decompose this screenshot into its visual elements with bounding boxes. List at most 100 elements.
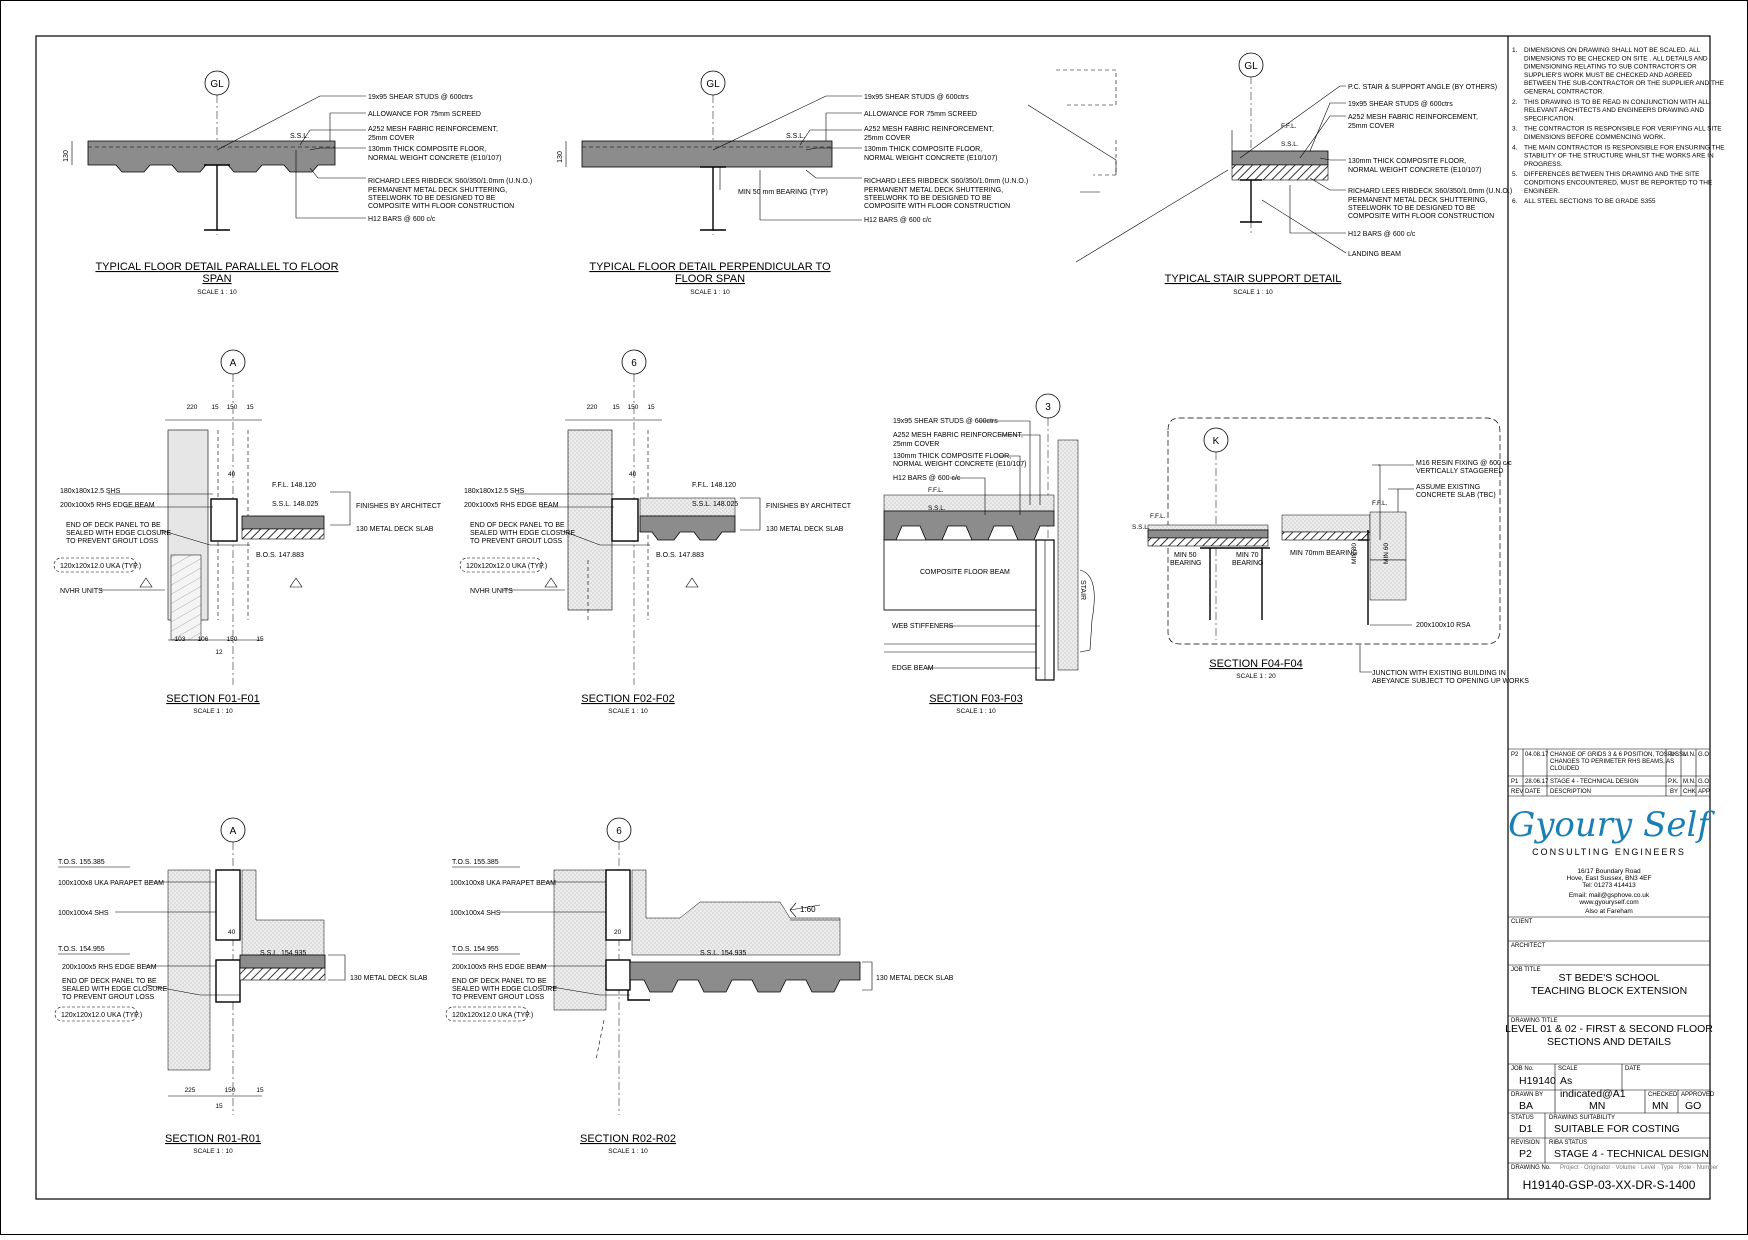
date-label: DATE xyxy=(1625,1066,1641,1072)
dim: 15 xyxy=(246,404,254,411)
grid-bubble-6 xyxy=(606,817,632,843)
section-f03: 3 STAIR F.F.L. S.S.L. 19x95 SHEAR STUDS … xyxy=(883,393,1095,715)
app-cell: G.O. xyxy=(1698,752,1711,758)
existing-slab-label-2: CONCRETE SLAB (TBC) xyxy=(1416,492,1496,499)
dim: 150 xyxy=(227,404,238,411)
deck-end-label: END OF DECK PANEL TO BE xyxy=(62,978,157,985)
dim: 15 xyxy=(256,636,264,643)
drawing-no-hint: Project · Originator · Volume · Level · … xyxy=(1560,1165,1718,1171)
date-cell: 28.06.17 xyxy=(1525,779,1549,785)
detail-title: TYPICAL STAIR SUPPORT DETAIL xyxy=(1165,273,1342,285)
grid-bubble-gl xyxy=(204,70,230,96)
bearing-label: MIN 50 mm BEARING (TYP) xyxy=(738,189,828,196)
grid-label: 6 xyxy=(631,358,637,369)
detail-scale: SCALE 1 : 10 xyxy=(1233,289,1273,296)
scale-label: SCALE xyxy=(1558,1066,1578,1072)
grid-label: K xyxy=(1213,436,1220,447)
note-text: CONDITIONS ENCOUNTERED, MUST BE REPORTED… xyxy=(1524,180,1713,187)
ffl-label: F.F.L. xyxy=(928,487,944,494)
note-text: BETWEEN THE SUB-CONTRACTOR OR THE SUPPLI… xyxy=(1524,80,1725,87)
section-r01: A T.O.S. 155.385 100x100x8 UKA PARAPET B… xyxy=(54,817,428,1155)
mesh-label-2: 25mm COVER xyxy=(1348,123,1394,130)
deck-end-label: END OF DECK PANEL TO BE xyxy=(452,978,547,985)
grid-label: GL xyxy=(1244,61,1258,72)
detail-scale: SCALE 1 : 10 xyxy=(197,289,237,296)
detail-title: TYPICAL FLOOR DETAIL PERPENDICULAR TO xyxy=(589,261,831,273)
dim: 40 xyxy=(228,929,236,936)
ssl-label: S.S.L. xyxy=(928,505,946,512)
uka-label: 120x120x12.0 UKA (TYP.) xyxy=(61,1012,142,1019)
architect-label: ARCHITECT xyxy=(1511,943,1546,949)
checked-label: CHECKED xyxy=(1648,1092,1678,1098)
stair-angle-label: P.C. STAIR & SUPPORT ANGLE (BY OTHERS) xyxy=(1348,84,1497,91)
deck-end-label-2: SEALED WITH EDGE CLOSURE xyxy=(452,986,557,993)
dim: 225 xyxy=(185,1087,196,1094)
tos-level: T.O.S. 154.955 xyxy=(452,946,499,953)
shs-label: 180x180x12.5 SHS xyxy=(464,488,525,495)
junction-label-2: ABEYANCE SUBJECT TO OPENING UP WORKS xyxy=(1372,678,1529,685)
edge-beam-label: EDGE BEAM xyxy=(892,665,934,672)
dim: 15 xyxy=(612,404,620,411)
section-title: SECTION R01-R01 xyxy=(165,1133,261,1145)
approved-by: GO xyxy=(1685,1100,1701,1112)
slope-label: 1:60 xyxy=(800,905,816,914)
note-text: THE CONTRACTOR IS RESPONSIBLE FOR VERIFY… xyxy=(1524,126,1722,133)
note-text: DIMENSIONS TO BE CHECKED ON SITE . ALL D… xyxy=(1524,55,1708,62)
deck-label-2: PERMANENT METAL DECK SHUTTERING, xyxy=(1348,197,1487,204)
deck-label: RICHARD LEES RIBDECK S60/350/1.0mm (U.N.… xyxy=(1348,188,1512,195)
bars-label: H12 BARS @ 600 c/c xyxy=(368,216,436,223)
bars-label: H12 BARS @ 600 c/c xyxy=(864,217,932,224)
slab-label-2: NORMAL WEIGHT CONCRETE (E10/107) xyxy=(1348,167,1481,174)
grid-bubble-6 xyxy=(621,349,647,375)
slab-label: 130mm THICK COMPOSITE FLOOR, xyxy=(1348,158,1466,165)
deck-end-label-2: SEALED WITH EDGE CLOSURE xyxy=(470,530,575,537)
deck-label-2: PERMANENT METAL DECK SHUTTERING, xyxy=(864,187,1003,194)
note-number: 3. xyxy=(1512,126,1518,133)
section-scale: SCALE 1 : 20 xyxy=(1236,673,1276,680)
company-subtitle: CONSULTING ENGINEERS xyxy=(1532,847,1686,857)
mesh-label: A252 MESH FABRIC REINFORCEMENT, xyxy=(864,126,994,133)
min50-label-2: BEARING xyxy=(1170,560,1202,567)
slab-label: 130mm THICK COMPOSITE FLOOR, xyxy=(864,146,982,153)
studs-label: 19x95 SHEAR STUDS @ 600ctrs xyxy=(864,94,969,101)
company-tel: Tel: 01273 414413 xyxy=(1582,882,1636,889)
uka-label: 120x120x12.0 UKA (TYP.) xyxy=(60,563,141,570)
section-scale: SCALE 1 : 10 xyxy=(193,708,233,715)
section-f01: A 220 15 150 15 40 103 106 150 15 12 F.F… xyxy=(53,349,442,715)
app-header: APP xyxy=(1698,789,1710,795)
ssl-level: S.S.L. 154.935 xyxy=(700,950,746,957)
slab-label: 130mm THICK COMPOSITE FLOOR, xyxy=(893,453,1011,460)
by-cell: P.K. xyxy=(1668,779,1679,785)
drawing-no-label: DRAWING No. xyxy=(1511,1165,1551,1171)
rsa-label: 200x100x10 RSA xyxy=(1416,622,1471,629)
deck-end-label-3: TO PREVENT GROUT LOSS xyxy=(452,994,545,1001)
dim: 40 xyxy=(228,471,236,478)
desc-cell-3: CLOUDED xyxy=(1550,766,1580,772)
deck-label-2: PERMANENT METAL DECK SHUTTERING, xyxy=(368,187,507,194)
deck-end-label: END OF DECK PANEL TO BE xyxy=(470,522,565,529)
status-value: D1 xyxy=(1519,1123,1533,1135)
web-stiffeners-label: WEB STIFFENERS xyxy=(892,623,954,630)
deck-label-3: STEELWORK TO BE DESIGNED TO BE xyxy=(368,195,496,202)
company-email: Email: mail@gsphove.co.uk xyxy=(1569,892,1650,899)
dim-130: 130 xyxy=(557,151,564,163)
min80-label: MIN 80 xyxy=(1351,543,1358,564)
company-also: Also at Fareham xyxy=(1585,908,1633,915)
riba-label: RIBA STATUS xyxy=(1549,1140,1587,1146)
screed-label: ALLOWANCE FOR 75mm SCREED xyxy=(864,111,977,118)
rhs-label: 200x100x5 RHS EDGE BEAM xyxy=(464,502,559,509)
ssl-level: S.S.L. 154.935 xyxy=(260,950,306,957)
note-text: DIMENSIONS BEFORE COMMENCING WORK. xyxy=(1524,134,1665,141)
note-text: THIS DRAWING IS TO BE READ IN CONJUNCTIO… xyxy=(1524,99,1710,106)
note-text: DIMENSIONS ON DRAWING SHALL NOT BE SCALE… xyxy=(1524,47,1701,54)
drawn-mn: MN xyxy=(1589,1100,1605,1112)
parapet-beam-label: 100x100x8 UKA PARAPET BEAM xyxy=(58,880,164,887)
metal-deck-label: 130 METAL DECK SLAB xyxy=(350,975,428,982)
note-text: SPECIFICATION. xyxy=(1524,115,1575,122)
deck-end-label-3: TO PREVENT GROUT LOSS xyxy=(62,994,155,1001)
mesh-label: A252 MESH FABRIC REINFORCEMENT, xyxy=(368,126,498,133)
deck-label-4: COMPOSITE WITH FLOOR CONSTRUCTION xyxy=(864,203,1010,210)
by-cell: P.K. xyxy=(1668,752,1679,758)
status-label: STATUS xyxy=(1511,1115,1534,1121)
